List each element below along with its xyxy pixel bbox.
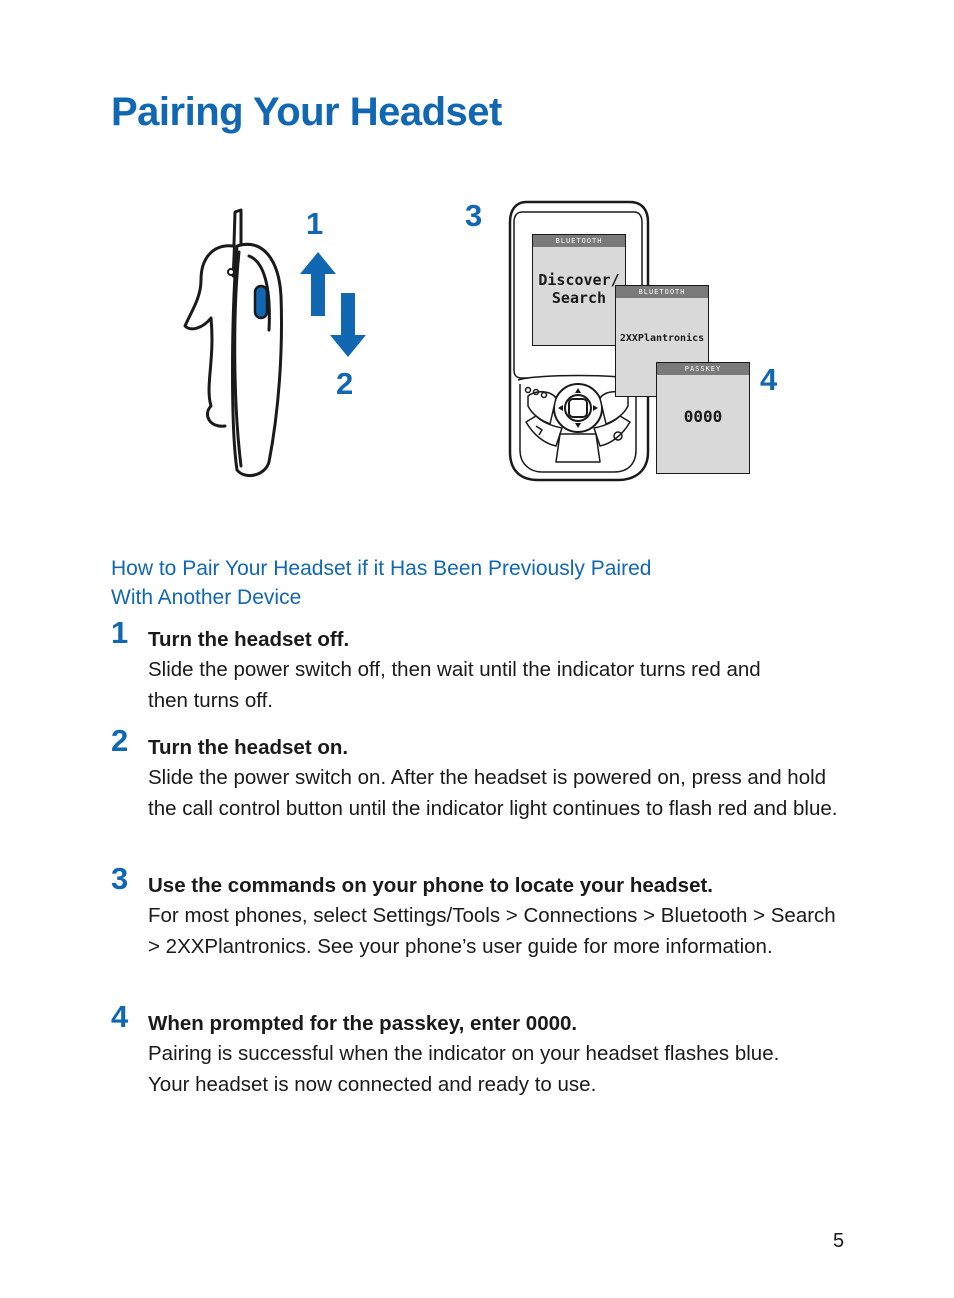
step-heading: Turn the headset on. [148, 736, 349, 759]
screen-device-name: 2XXPlantronics [619, 333, 705, 344]
phone-screen-discover: BLUETOOTH Discover/ Search [532, 234, 626, 346]
screen-passkey-value: 0000 [683, 407, 723, 426]
screen-header: BLUETOOTH [616, 286, 708, 298]
headset-illustration [183, 208, 283, 478]
call-control-button-icon [253, 284, 269, 320]
screen-text-line1: Discover/ [538, 271, 620, 289]
callout-3: 3 [465, 198, 483, 233]
subheading-line-1: How to Pair Your Headset if it Has Been … [111, 557, 652, 580]
step-3: 3 Use the commands on your phone to loca… [111, 861, 851, 962]
step-body: Pairing is successful when the indicator… [148, 1042, 780, 1096]
step-number: 3 [111, 861, 129, 896]
page-title: Pairing Your Headset [111, 90, 502, 134]
step-number: 4 [111, 999, 129, 1034]
step-1: 1 Turn the headset off. Slide the power … [111, 615, 851, 716]
callout-2: 2 [336, 366, 354, 401]
step-body: Slide the power switch on. After the hea… [148, 766, 838, 820]
page-number: 5 [833, 1230, 845, 1252]
step-body: For most phones, select Settings/Tools >… [148, 904, 836, 958]
step-4: 4 When prompted for the passkey, enter 0… [111, 999, 851, 1100]
screen-header: BLUETOOTH [533, 235, 625, 247]
step-heading: Turn the headset off. [148, 628, 350, 651]
step-number: 1 [111, 615, 129, 650]
step-number: 2 [111, 723, 129, 758]
callout-1: 1 [306, 206, 324, 241]
screen-header: PASSKEY [657, 363, 749, 375]
phone-screen-passkey: PASSKEY 0000 [656, 362, 750, 474]
step-heading: Use the commands on your phone to locate… [148, 874, 713, 897]
step-body: Slide the power switch off, then wait un… [148, 658, 761, 712]
screen-text-line2: Search [551, 289, 607, 307]
step-heading: When prompted for the passkey, enter 000… [148, 1012, 578, 1035]
section-subheading: How to Pair Your Headset if it Has Been … [111, 554, 811, 612]
subheading-line-2: With Another Device [111, 586, 302, 609]
arrow-up-icon [300, 252, 336, 316]
callout-4: 4 [760, 362, 778, 397]
pairing-illustration: 1 2 3 4 BLUETOOTH Discover/ Searc [0, 0, 954, 520]
arrow-down-icon [330, 293, 366, 357]
step-2: 2 Turn the headset on. Slide the power s… [111, 723, 851, 824]
